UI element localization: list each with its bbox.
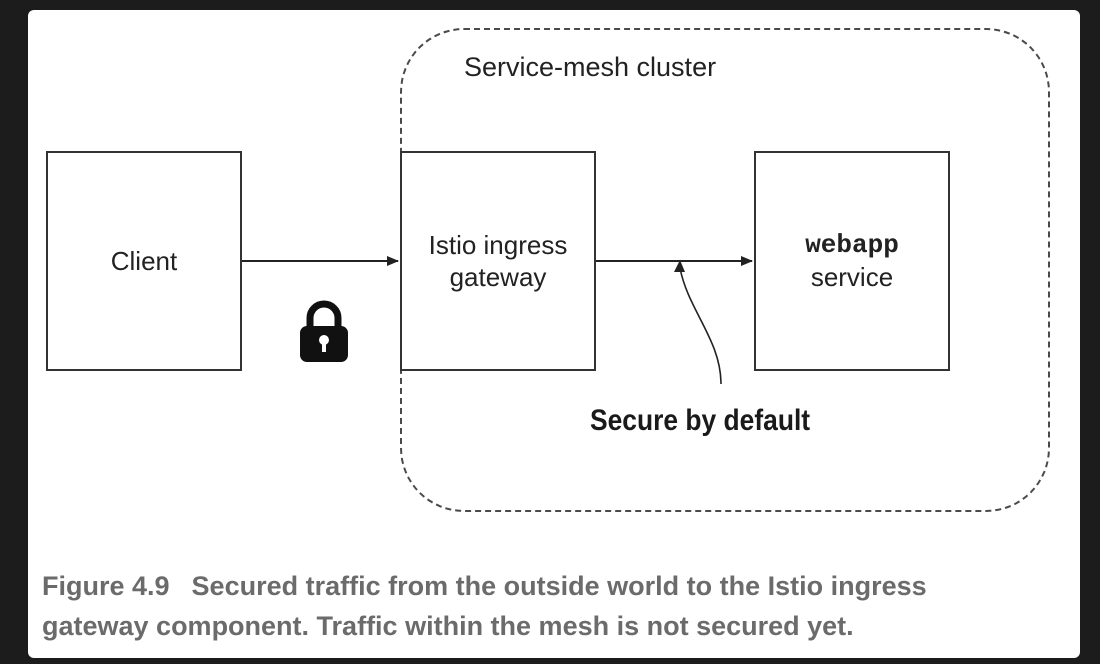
client-node: Client <box>46 151 242 371</box>
connector-layer <box>242 256 753 385</box>
webapp-label-line1: webapp <box>805 230 899 260</box>
annotation-pointer <box>679 267 722 385</box>
figure-number: Figure 4.9 <box>42 571 170 601</box>
caption-line1: Secured traffic from the outside world t… <box>191 571 927 601</box>
gateway-label-line2: gateway <box>449 262 547 292</box>
secure-by-default-annotation: Secure by default <box>590 404 811 437</box>
ingress-gateway-node: Istio ingress gateway <box>400 151 596 371</box>
cluster-label: Service-mesh cluster <box>464 52 717 82</box>
padlock-icon <box>300 300 348 362</box>
figure-card: Service-mesh cluster Client Istio ingres… <box>28 10 1080 658</box>
annotation-pointer-head <box>674 260 685 272</box>
webapp-label-line2: service <box>810 262 894 292</box>
client-label: Client <box>110 246 178 276</box>
caption-line2: gateway component. Traffic within the me… <box>42 611 854 641</box>
gateway-label-line1: Istio ingress <box>428 230 568 260</box>
webapp-service-node: webapp service <box>754 151 950 371</box>
figure-caption: Figure 4.9 Secured traffic from the outsi… <box>42 566 1072 646</box>
